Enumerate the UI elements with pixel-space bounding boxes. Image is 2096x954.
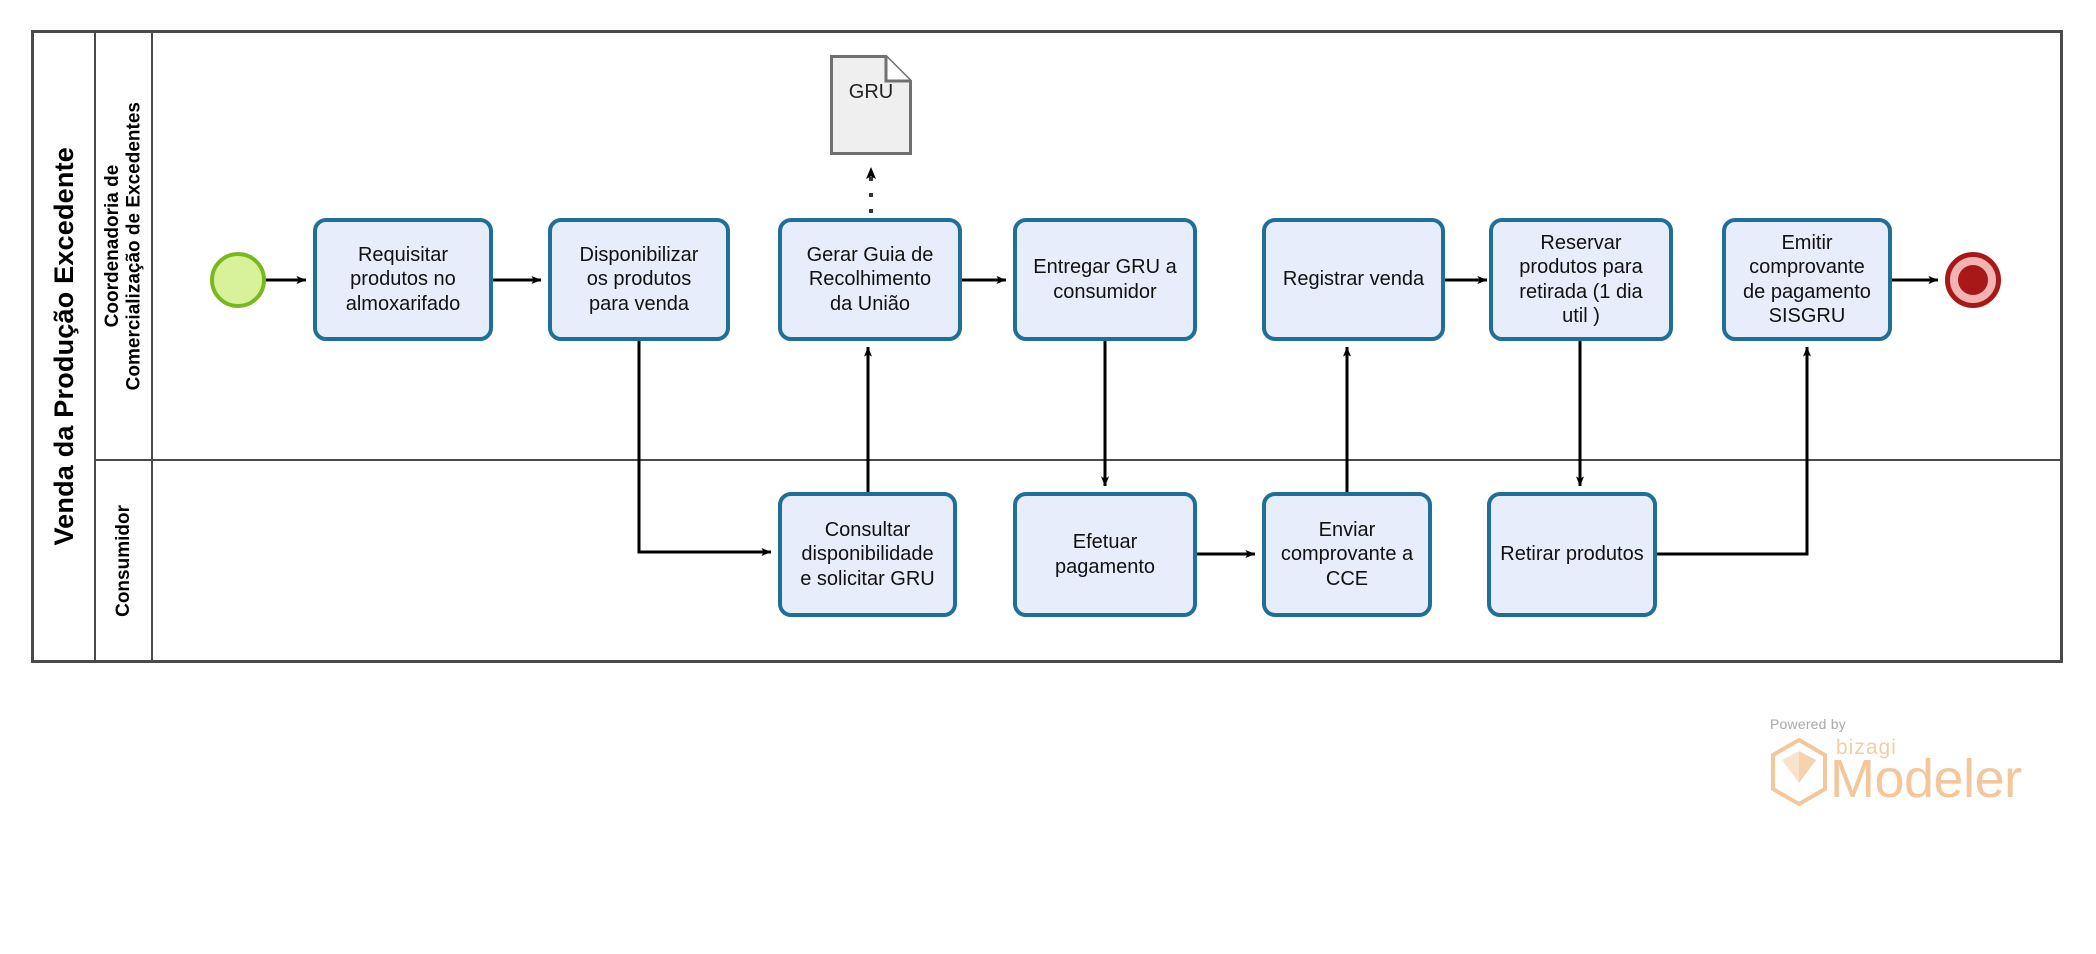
lane-title-coordenadoria: Coordenadoria de Comercialização de Exce… bbox=[102, 101, 145, 391]
lane-label-consumidor: Consumidor bbox=[96, 461, 153, 660]
lane-consumidor[interactable]: Consumidor bbox=[96, 461, 2061, 660]
bizagi-product-label: Modeler bbox=[1830, 749, 2022, 809]
task-emitir-comprovante-de-pagamento-sisgru[interactable]: Emitir comprovante de pagamento SISGRU bbox=[1722, 218, 1892, 341]
task-retirar-produtos[interactable]: Retirar produtos bbox=[1487, 492, 1657, 617]
end-event[interactable] bbox=[1945, 252, 2001, 308]
task-disponibilizar-os-produtos-para-venda[interactable]: Disponibilizar os produtos para venda bbox=[548, 218, 730, 341]
document-icon bbox=[830, 55, 912, 155]
task-reservar-produtos-para-retirada[interactable]: Reservar produtos para retirada (1 dia u… bbox=[1489, 218, 1673, 341]
lane-title-consumidor: Consumidor bbox=[112, 504, 134, 617]
pool-title: Venda da Produção Excedente bbox=[48, 147, 79, 546]
bizagi-brand-label: bizagi bbox=[1836, 736, 1897, 759]
bizagi-hexagon-icon bbox=[1771, 738, 1827, 806]
start-event[interactable] bbox=[210, 252, 266, 308]
task-enviar-comprovante-a-cce[interactable]: Enviar comprovante a CCE bbox=[1262, 492, 1432, 617]
lane-coordenadoria[interactable]: Coordenadoria de Comercialização de Exce… bbox=[96, 33, 2061, 461]
bizagi-watermark: Powered by bizagi Modeler bbox=[1768, 716, 2038, 826]
task-requisitar-produtos-no-almoxarifado[interactable]: Requisitar produtos no almoxarifado bbox=[313, 218, 493, 341]
task-entregar-gru-a-consumidor[interactable]: Entregar GRU a consumidor bbox=[1013, 218, 1197, 341]
lane-label-coordenadoria: Coordenadoria de Comercialização de Exce… bbox=[96, 33, 153, 459]
task-registrar-venda[interactable]: Registrar venda bbox=[1262, 218, 1445, 341]
data-object-label: GRU bbox=[848, 81, 894, 103]
data-object-gru[interactable]: GRU bbox=[830, 55, 912, 155]
powered-by-label: Powered by bbox=[1770, 716, 1846, 732]
pool-label: Venda da Produção Excedente bbox=[34, 33, 96, 660]
task-consultar-disponibilidade-e-solicitar-gru[interactable]: Consultar disponibilidade e solicitar GR… bbox=[778, 492, 957, 617]
task-gerar-guia-de-recolhimento-da-uniao[interactable]: Gerar Guia de Recolhimento da União bbox=[778, 218, 962, 341]
task-efetuar-pagamento[interactable]: Efetuar pagamento bbox=[1013, 492, 1197, 617]
